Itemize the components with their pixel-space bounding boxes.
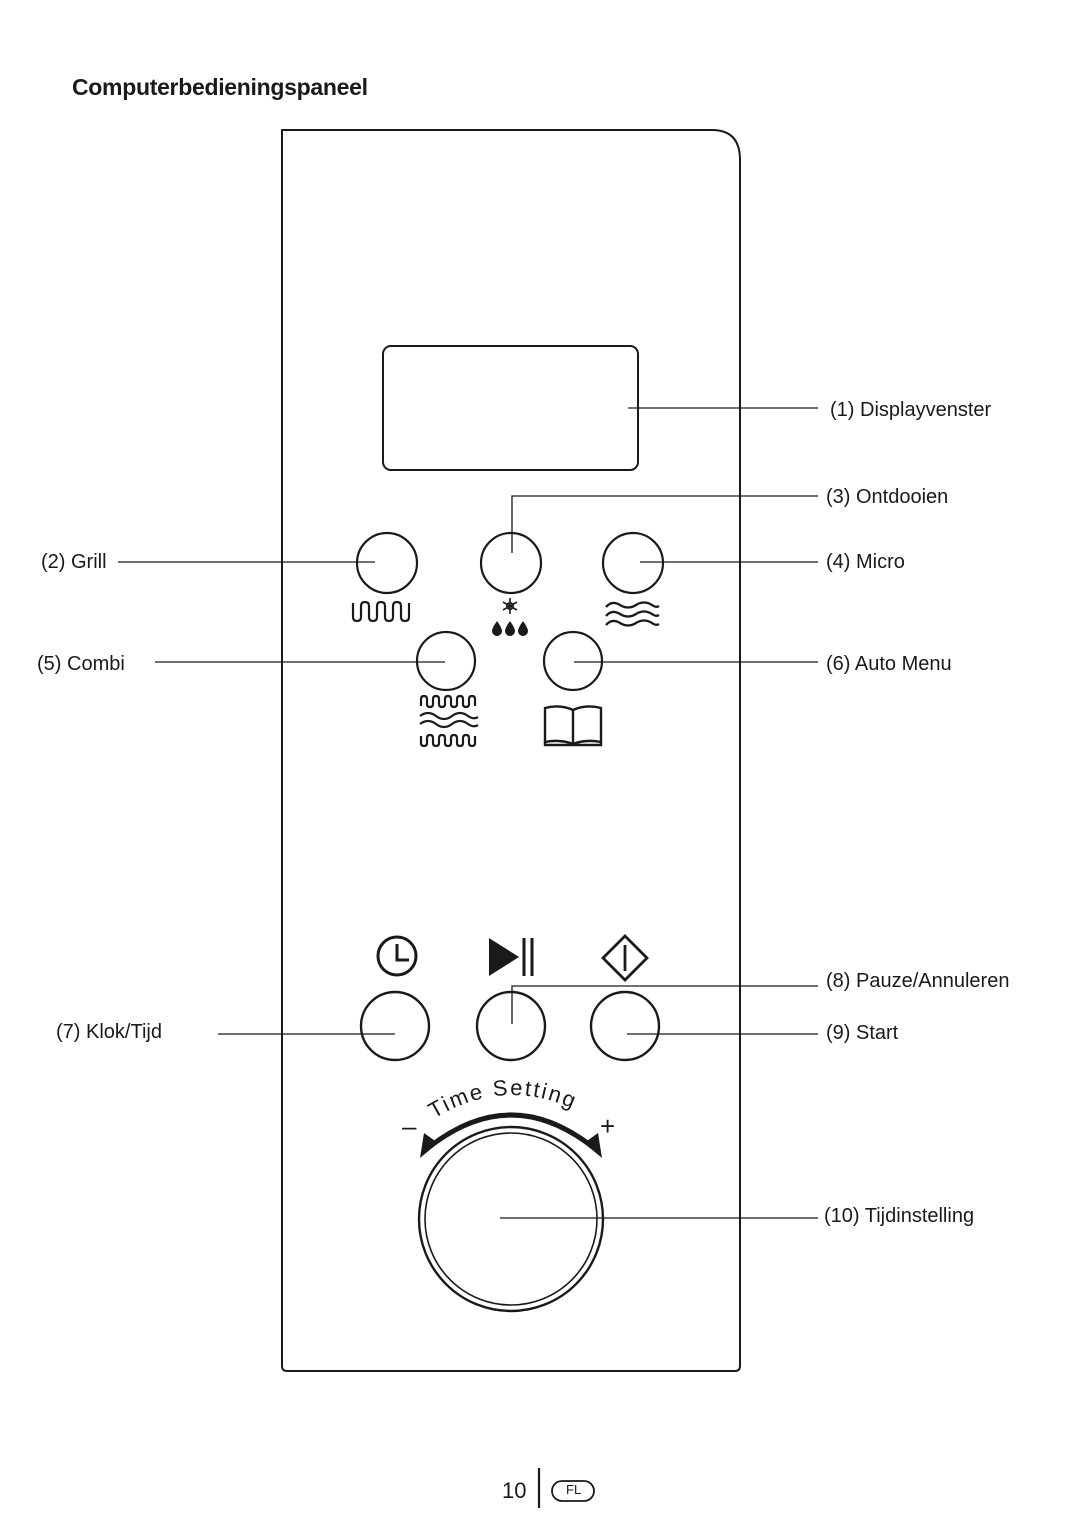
arc-right-arrow bbox=[584, 1133, 602, 1158]
time-setting-dial-inner bbox=[424, 1132, 598, 1306]
combi-icon bbox=[419, 694, 479, 748]
combi-button[interactable] bbox=[415, 630, 477, 692]
clock-button[interactable] bbox=[359, 990, 431, 1062]
grill-icon bbox=[351, 600, 411, 623]
clock-icon bbox=[376, 935, 418, 977]
auto-menu-button[interactable] bbox=[542, 630, 604, 692]
label-start: (9) Start bbox=[826, 1022, 899, 1044]
dial-minus: – bbox=[402, 1111, 417, 1141]
label-display-window: (1) Displayvenster bbox=[830, 399, 992, 421]
display-window bbox=[382, 345, 639, 471]
panel-outline bbox=[281, 129, 741, 1372]
start-icon bbox=[601, 934, 649, 982]
defrost-icon bbox=[492, 598, 528, 636]
label-clock: (7) Klok/Tijd bbox=[56, 1021, 162, 1043]
label-defrost: (3) Ontdooien bbox=[826, 486, 949, 508]
defrost-button[interactable] bbox=[479, 531, 543, 595]
page-title: Computerbedieningspaneel bbox=[72, 74, 368, 100]
grill-button[interactable] bbox=[355, 531, 419, 595]
microwave-icon bbox=[605, 601, 660, 627]
label-pause-cancel: (8) Pauze/Annuleren bbox=[826, 970, 1010, 992]
arc-left-arrow bbox=[420, 1133, 438, 1158]
page-number: 10 bbox=[502, 1478, 527, 1503]
label-time-dial: (10) Tijdinstelling bbox=[824, 1205, 975, 1227]
time-setting-arc bbox=[426, 1112, 596, 1150]
micro-button[interactable] bbox=[601, 531, 665, 595]
label-grill: (2) Grill bbox=[41, 551, 107, 573]
book-icon bbox=[543, 705, 603, 747]
start-button[interactable] bbox=[589, 990, 661, 1062]
label-micro: (4) Micro bbox=[826, 551, 905, 573]
label-auto-menu: (6) Auto Menu bbox=[826, 653, 952, 675]
play-pause-icon bbox=[489, 938, 534, 976]
label-combi: (5) Combi bbox=[37, 653, 125, 675]
pause-cancel-button[interactable] bbox=[475, 990, 547, 1062]
language-badge bbox=[551, 1480, 595, 1502]
language-code: FL bbox=[566, 1482, 582, 1497]
dial-plus: + bbox=[600, 1111, 615, 1141]
time-setting-dial[interactable] bbox=[417, 1125, 605, 1313]
